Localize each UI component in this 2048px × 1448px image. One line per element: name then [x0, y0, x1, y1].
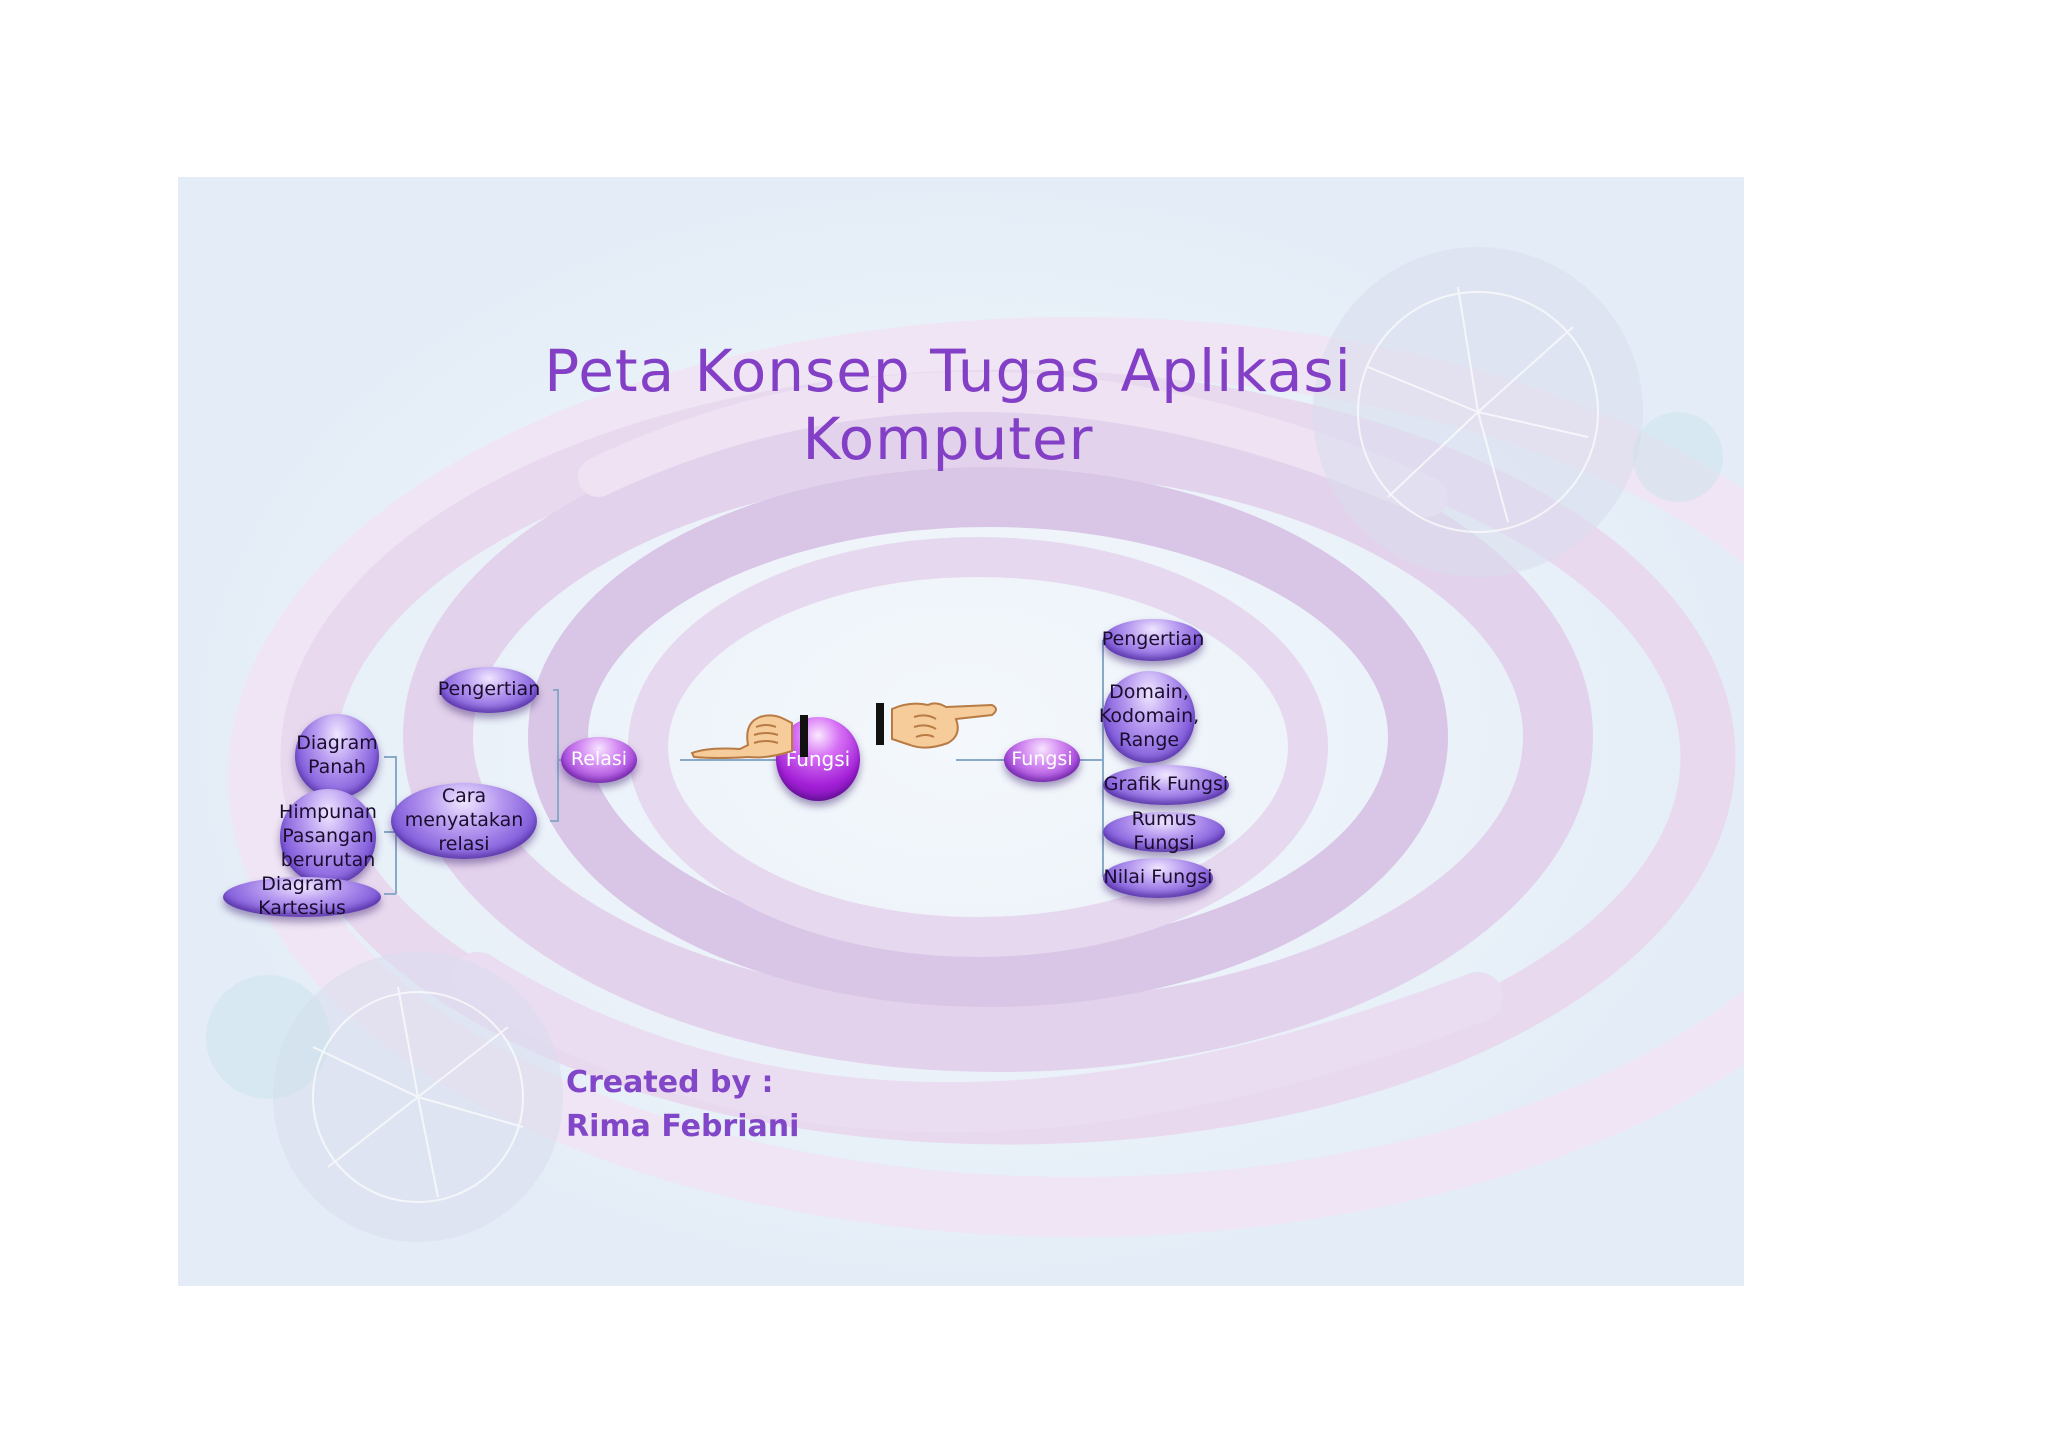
node-relasi-pengertian[interactable]: Pengertian: [438, 667, 540, 713]
background-swirl: [178, 177, 1744, 1286]
pointing-hand-left-icon: [876, 702, 997, 749]
pointing-hand-right-icon: [690, 714, 808, 759]
node-grafik-fungsi[interactable]: Grafik Fungsi: [1103, 765, 1229, 805]
credit-author: Rima Febriani: [566, 1109, 800, 1144]
node-diagram-panah[interactable]: Diagram Panah: [295, 714, 379, 798]
credit-block: Created by : Rima Febriani: [566, 1061, 799, 1149]
node-relasi[interactable]: Relasi: [561, 737, 637, 783]
credit-label: Created by :: [566, 1065, 774, 1100]
page-title: Peta Konsep Tugas Aplikasi Komputer: [544, 337, 1352, 473]
node-cara-menyatakan-relasi[interactable]: Cara menyatakan relasi: [391, 783, 537, 859]
slide: Peta Konsep Tugas Aplikasi Komputer Fung…: [178, 177, 1744, 1286]
node-fungsi-pengertian[interactable]: Pengertian: [1102, 619, 1204, 661]
node-fungsi[interactable]: Fungsi: [1004, 738, 1080, 782]
node-diagram-kartesius[interactable]: Diagram Kartesius: [223, 873, 381, 919]
node-domain-kodomain-range[interactable]: Domain, Kodomain, Range: [1099, 671, 1199, 763]
node-nilai-fungsi[interactable]: Nilai Fungsi: [1103, 858, 1213, 898]
node-rumus-fungsi[interactable]: Rumus Fungsi: [1103, 808, 1225, 854]
node-himpunan-pasangan[interactable]: Himpunan Pasangan berurutan: [279, 789, 377, 885]
